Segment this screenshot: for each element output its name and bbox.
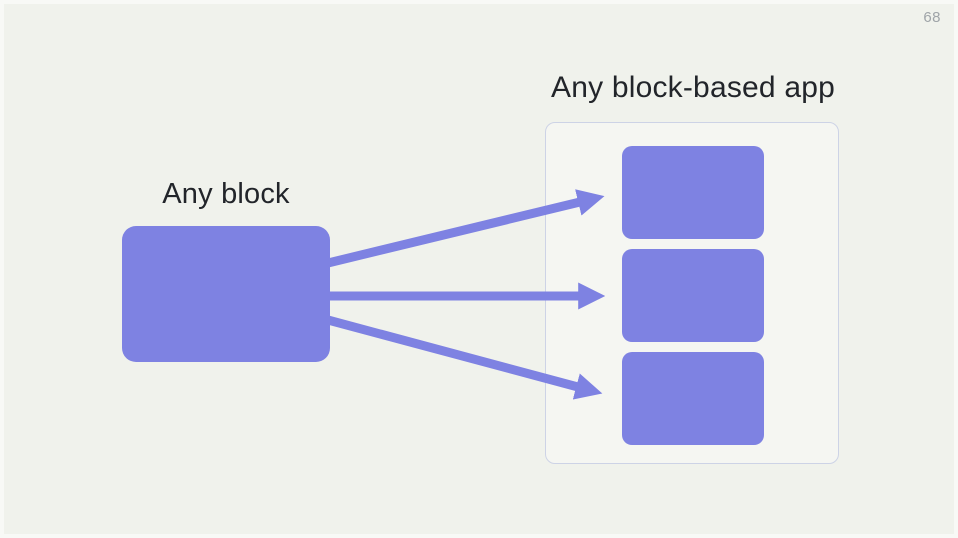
source-block	[122, 226, 330, 362]
app-title: Any block-based app	[551, 71, 835, 104]
arrow-to-block-1	[326, 189, 605, 268]
source-block-label: Any block	[162, 178, 290, 210]
app-block-1	[622, 146, 764, 239]
page-number: 68	[923, 9, 941, 26]
app-block-3	[622, 352, 764, 445]
arrow-to-block-3	[326, 315, 603, 400]
app-container	[545, 122, 839, 464]
app-block-2	[622, 249, 764, 342]
